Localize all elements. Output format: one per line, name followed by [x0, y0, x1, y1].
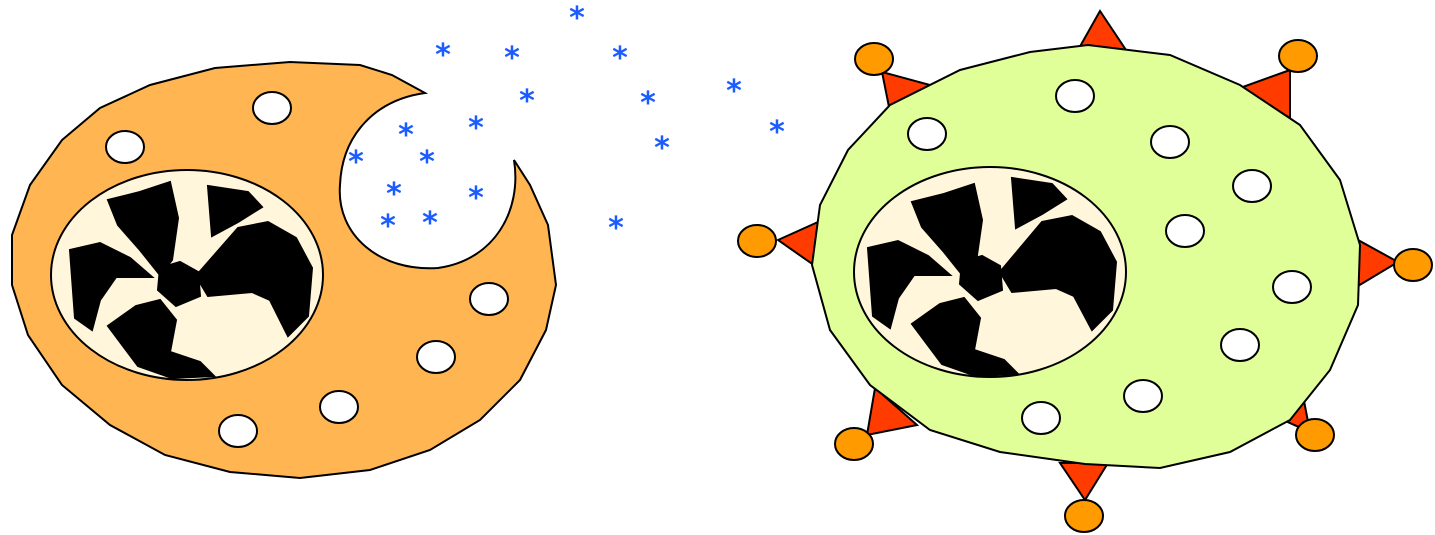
signal-molecule: * [398, 118, 414, 153]
receptor-stalk [1060, 463, 1108, 500]
signal-molecule: * [468, 181, 484, 216]
target-cell [738, 11, 1432, 532]
signal-molecule: * [504, 41, 520, 76]
signal-molecule: * [569, 1, 585, 36]
vesicle [1221, 329, 1259, 361]
vesicle [1022, 402, 1060, 434]
vesicle [417, 341, 455, 373]
vesicle [1124, 380, 1162, 412]
receptor-head [1296, 419, 1334, 451]
signal-molecule: * [769, 115, 785, 150]
vesicle [908, 118, 946, 150]
target-cell-nucleus [854, 167, 1126, 377]
signal-molecule: * [640, 86, 656, 121]
signal-molecule: * [419, 145, 435, 180]
signal-molecule: * [608, 211, 624, 246]
signal-molecule: * [519, 84, 535, 119]
signal-molecule: * [348, 145, 364, 180]
vesicle [470, 283, 508, 315]
receptor-stalk [1358, 240, 1398, 286]
receptor-head [1065, 500, 1103, 532]
secreting-cell-nucleus [51, 170, 323, 380]
vesicle [219, 415, 257, 447]
signal-molecule: * [380, 209, 396, 244]
signal-molecules: * * * * * * * * * * * * * * * * * * [348, 1, 785, 246]
receptor-stalk [1078, 11, 1126, 50]
signal-molecule: * [422, 206, 438, 241]
vesicle [1166, 215, 1204, 247]
vesicle [320, 391, 358, 423]
receptor-head [835, 428, 873, 460]
vesicle [253, 92, 291, 124]
receptor-head [1279, 40, 1317, 72]
signal-molecule: * [726, 74, 742, 109]
signal-molecule: * [386, 177, 402, 212]
vesicle [1151, 126, 1189, 158]
receptor-head [1394, 249, 1432, 281]
receptor-head [855, 43, 893, 75]
signal-molecule: * [468, 111, 484, 146]
vesicle [106, 131, 144, 163]
receptor-head [738, 225, 776, 257]
vesicle [1273, 271, 1311, 303]
vesicle [1233, 170, 1271, 202]
vesicle [1056, 80, 1094, 112]
signal-molecule: * [654, 131, 670, 166]
signal-molecule: * [612, 41, 628, 76]
signal-molecule: * [435, 38, 451, 73]
